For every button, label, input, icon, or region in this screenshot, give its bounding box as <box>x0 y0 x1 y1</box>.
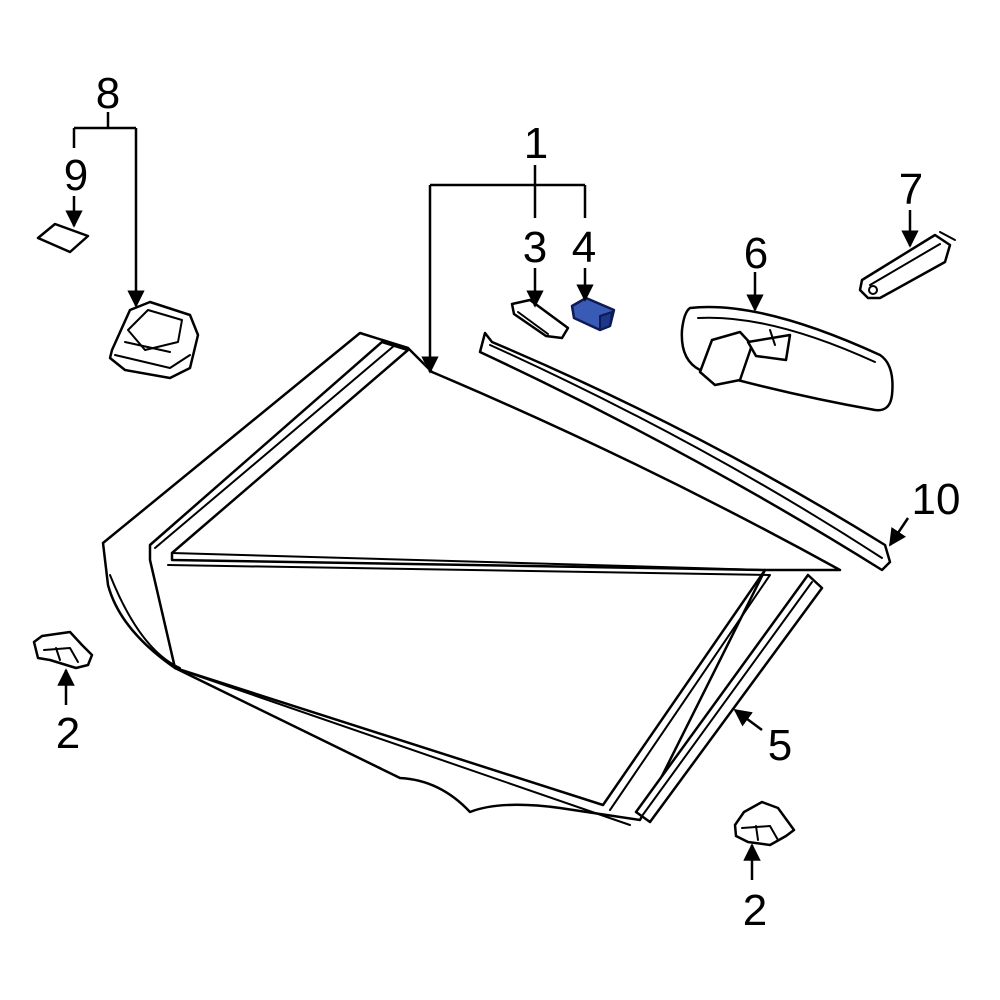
callout-3: 3 <box>523 223 547 272</box>
part-2-clip-right[interactable] <box>733 800 796 847</box>
callout-10: 10 <box>912 475 961 524</box>
part-8-sensor[interactable] <box>108 300 200 380</box>
callout-7: 7 <box>899 165 923 214</box>
upper-moulding[interactable] <box>478 331 892 572</box>
callout-6: 6 <box>744 229 768 278</box>
leader-lines <box>57 112 919 880</box>
part-3-bracket[interactable] <box>510 298 570 340</box>
part-4-bracket-highlighted[interactable] <box>570 296 616 332</box>
part-9-pad[interactable] <box>36 222 90 254</box>
side-moulding[interactable] <box>634 573 824 824</box>
rearview-mirror[interactable] <box>680 305 894 412</box>
part-7-cover[interactable] <box>858 231 956 300</box>
callout-2-left: 2 <box>56 709 80 758</box>
windshield-glass[interactable] <box>101 331 842 826</box>
callout-9: 9 <box>64 151 88 200</box>
callout-4: 4 <box>572 223 596 272</box>
callout-1: 1 <box>524 119 548 168</box>
callout-8: 8 <box>96 69 120 118</box>
callout-2-right: 2 <box>743 886 767 935</box>
callout-5: 5 <box>768 721 792 770</box>
part-2-clip-left[interactable] <box>32 630 94 670</box>
